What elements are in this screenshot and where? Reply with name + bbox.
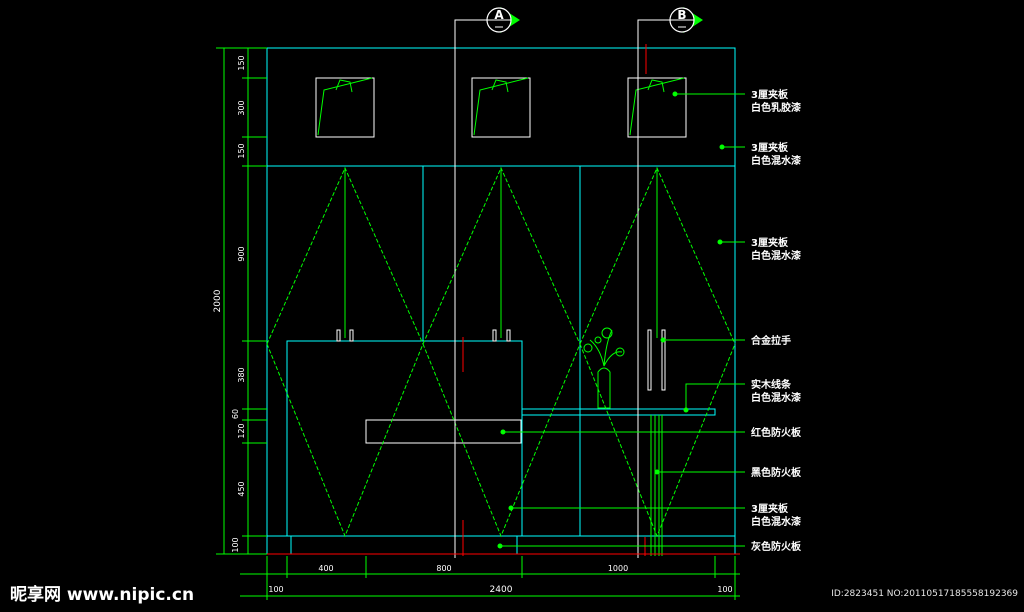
box-hatch [317, 77, 685, 136]
annotation-9-line1: 灰色防火板 [751, 540, 802, 553]
horizontal-dimension-lines [240, 556, 740, 600]
dim-v-150: 150 [237, 143, 246, 158]
dim-v-100: 100 [231, 537, 240, 552]
annotation-labels: 3厘夹板 白色乳胶漆 3厘夹板 白色混水漆 3厘夹板 白色混水漆 合金拉手 实木… [750, 88, 802, 553]
top-display-boxes [315, 77, 687, 138]
vertical-dimension-lines [216, 47, 267, 555]
annotation-3-line2: 白色混水漆 [751, 249, 801, 262]
annotation-8-line1: 3厘夹板 [751, 502, 789, 515]
annotation-6-line1: 红色防火板 [751, 426, 802, 439]
section-label-a: A [494, 8, 504, 22]
dim-v-380: 380 [237, 367, 246, 382]
watermark-brand: 昵享网 www.nipic.cn [10, 584, 194, 605]
dim-v-150-top: 150 [237, 55, 246, 70]
dim-v-900: 900 [237, 246, 246, 261]
section-lines [454, 19, 672, 558]
watermark-id: ID:2823451 NO:20110517185558192369 [831, 589, 1018, 599]
annotation-8-line2: 白色混水漆 [751, 515, 801, 528]
dim-v-450: 450 [237, 481, 246, 496]
shelf-supports [650, 415, 663, 556]
annotation-2-line1: 3厘夹板 [751, 141, 789, 154]
annotation-4-line1: 合金拉手 [750, 334, 791, 347]
horizontal-dimension-texts: 400 800 1000 2400 100 100 [268, 564, 732, 595]
annotation-5-line2: 白色混水漆 [751, 391, 801, 404]
door-hatch [266, 166, 736, 538]
dim-h-400: 400 [318, 564, 333, 573]
annotation-1-line1: 3厘夹板 [751, 88, 789, 101]
section-marker-b: B [669, 7, 703, 33]
dim-overall-height: 2000 [213, 289, 223, 312]
annotation-2-line2: 白色混水漆 [751, 154, 801, 167]
dim-h-1000: 1000 [608, 564, 628, 573]
red-ticks [236, 44, 740, 556]
dim-v-120: 120 [237, 423, 246, 438]
dim-v-300: 300 [237, 100, 246, 115]
annotation-7-line1: 黑色防火板 [751, 466, 802, 479]
annotation-5-line1: 实木线条 [751, 378, 792, 391]
section-marker-a: A [486, 7, 520, 33]
door-handles [336, 329, 666, 391]
dim-h-800: 800 [436, 564, 451, 573]
dim-end-left: 100 [268, 585, 283, 594]
vase-plant [583, 327, 625, 409]
section-label-b: B [677, 8, 686, 22]
dim-overall-width: 2400 [490, 585, 513, 595]
leader-lines [497, 91, 745, 549]
vertical-dimension-texts: 150 300 150 900 380 60 120 450 100 2000 [213, 55, 246, 552]
red-panel [365, 419, 522, 444]
annotation-3-line1: 3厘夹板 [751, 236, 789, 249]
dim-end-right: 100 [717, 585, 732, 594]
dim-v-60: 60 [231, 409, 240, 419]
annotation-1-line2: 白色乳胶漆 [751, 101, 801, 114]
